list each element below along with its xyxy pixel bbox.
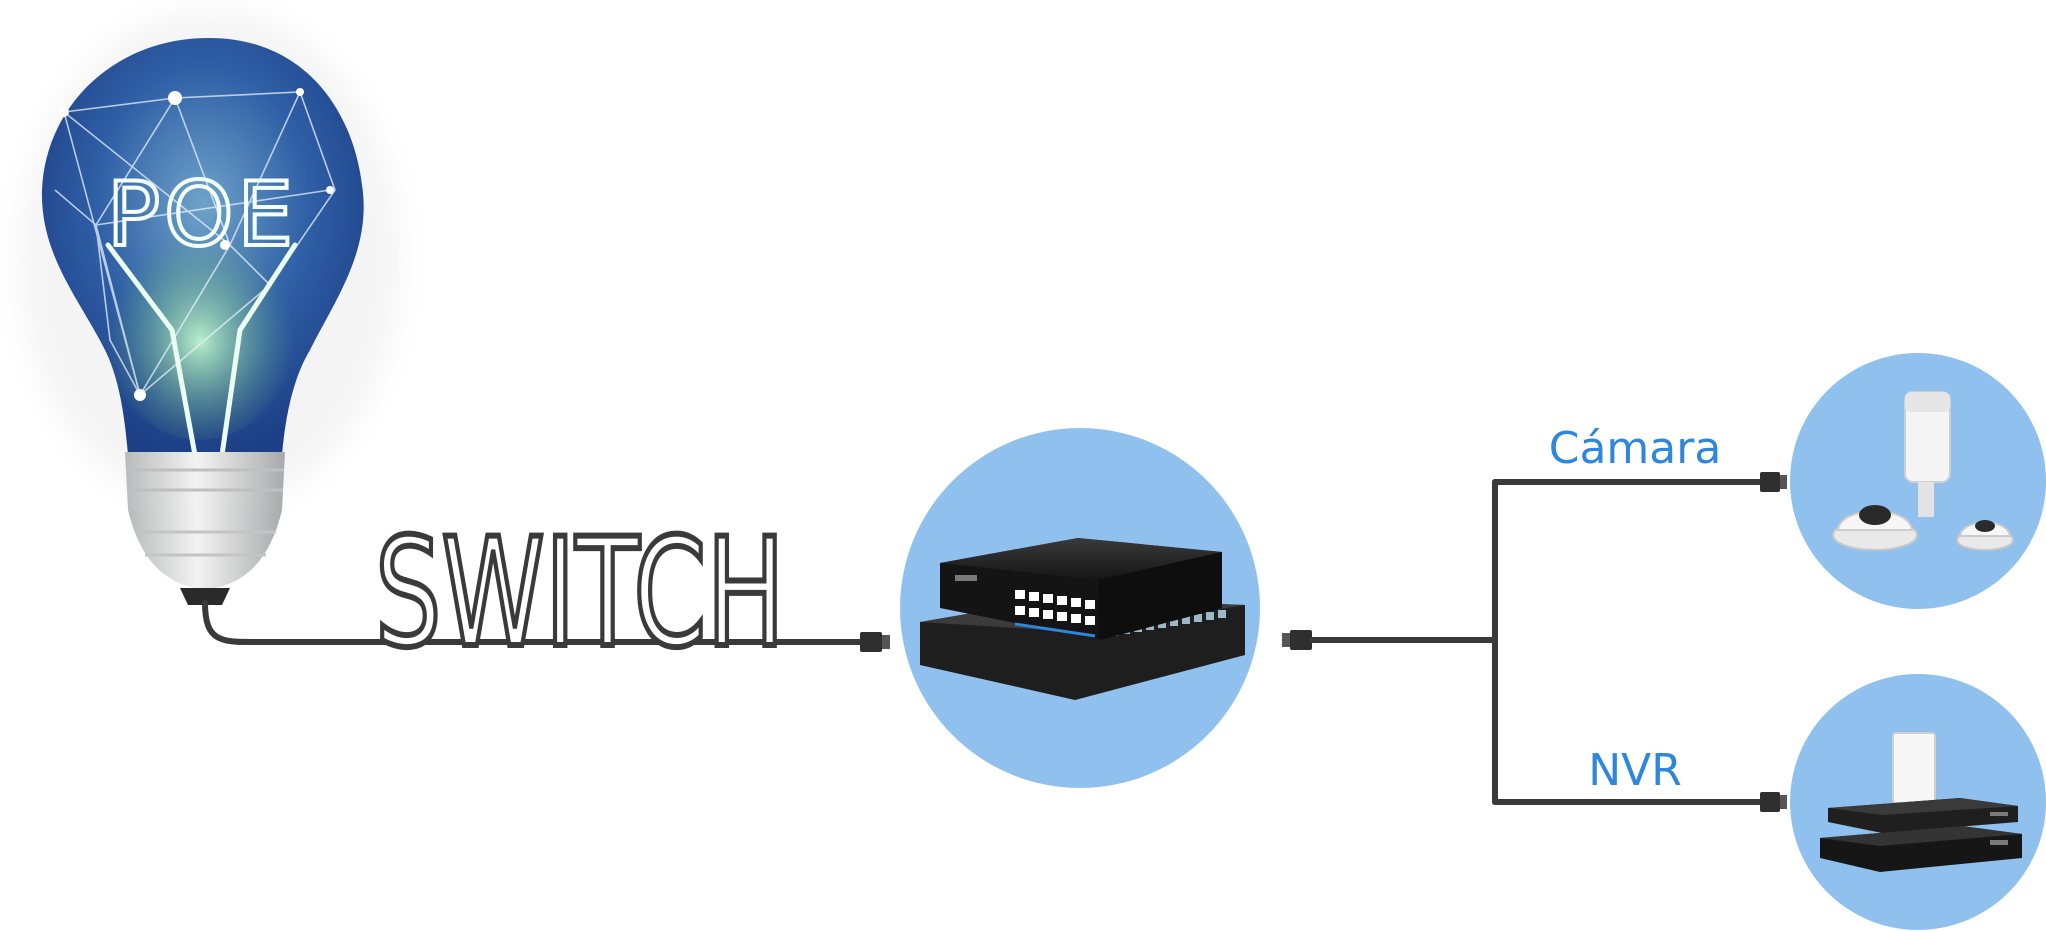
cable-bulb-to-switch	[202, 600, 863, 645]
camera-node	[1790, 353, 2046, 609]
ip-camera-device-icon	[1832, 391, 2014, 551]
switch-node	[900, 428, 1260, 788]
switch-cable-label: SWITCH	[375, 507, 785, 681]
rj45-connector-icon	[1760, 472, 1787, 492]
rj45-connector-icon	[1760, 792, 1787, 812]
bulb-label: POE	[107, 163, 297, 266]
camera-label: Cámara	[1549, 423, 1722, 474]
nvr-label: NVR	[1588, 745, 1682, 796]
poe-switch-device-icon	[920, 538, 1245, 700]
rj45-connector-icon	[860, 632, 890, 652]
nvr-node	[1790, 674, 2046, 930]
rj45-connector-icon	[1282, 630, 1312, 650]
poe-lightbulb-icon: POE	[20, 10, 400, 605]
nvr-recorder-device-icon	[1820, 732, 2022, 872]
